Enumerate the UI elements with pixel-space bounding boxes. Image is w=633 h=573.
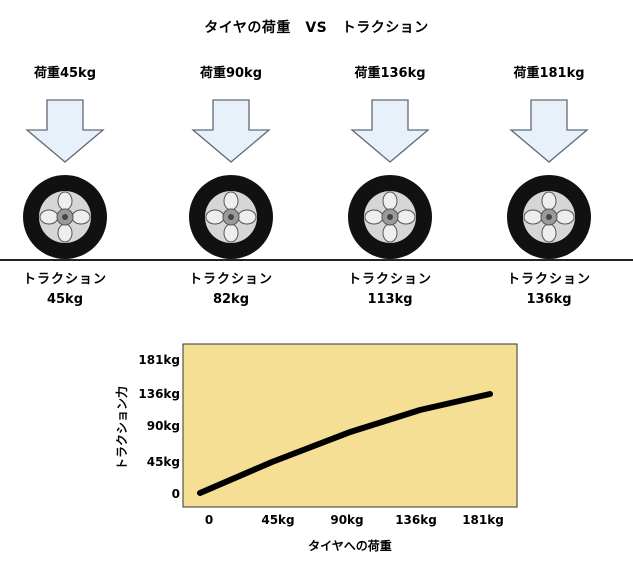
y-tick-label: 181kg bbox=[138, 353, 180, 367]
y-tick-label: 0 bbox=[172, 487, 180, 501]
x-tick-label: 45kg bbox=[261, 513, 294, 527]
tire-column-3: 荷重136kg トラクション 113kg bbox=[315, 0, 465, 330]
traction-value: 113kg bbox=[367, 292, 413, 307]
plot-area bbox=[182, 343, 518, 508]
tire-icon bbox=[189, 175, 273, 259]
y-tick-label: 90kg bbox=[147, 419, 180, 433]
tire-icon bbox=[507, 175, 591, 259]
down-arrow-icon bbox=[191, 99, 271, 163]
x-tick-label: 0 bbox=[205, 513, 213, 527]
down-arrow-icon bbox=[25, 99, 105, 163]
y-tick-label: 45kg bbox=[147, 455, 180, 469]
x-tick-label: 90kg bbox=[330, 513, 363, 527]
y-tick-label: 136kg bbox=[138, 387, 180, 401]
traction-label: トラクション bbox=[22, 272, 107, 287]
traction-value: 136kg bbox=[526, 292, 572, 307]
load-label: 荷重90kg bbox=[199, 66, 263, 81]
x-tick-label: 181kg bbox=[462, 513, 504, 527]
traction-label: トラクション bbox=[347, 272, 432, 287]
y-axis-label: トラクション力 bbox=[114, 386, 129, 470]
load-label: 荷重45kg bbox=[33, 66, 97, 81]
x-axis-label: タイヤへの荷重 bbox=[308, 538, 392, 553]
x-tick-label: 136kg bbox=[395, 513, 437, 527]
traction-label: トラクション bbox=[506, 272, 591, 287]
traction-value: 82kg bbox=[212, 292, 250, 307]
ground-line bbox=[0, 259, 633, 261]
load-label: 荷重136kg bbox=[354, 66, 426, 81]
tire-column-4: 荷重181kg トラクション 136kg bbox=[474, 0, 624, 330]
down-arrow-icon bbox=[509, 99, 589, 163]
diagram-title: タイヤの荷重 VS トラクション bbox=[204, 20, 429, 36]
down-arrow-icon bbox=[350, 99, 430, 163]
load-label: 荷重181kg bbox=[513, 66, 585, 81]
traction-value: 45kg bbox=[46, 292, 84, 307]
series-line bbox=[197, 391, 493, 496]
tire-icon bbox=[23, 175, 107, 259]
tire-column-1: 荷重45kg トラクション 45kg bbox=[0, 0, 140, 330]
tire-icon bbox=[348, 175, 432, 259]
tire-column-2: 荷重90kg トラクション 82kg bbox=[156, 0, 306, 330]
traction-label: トラクション bbox=[188, 272, 273, 287]
